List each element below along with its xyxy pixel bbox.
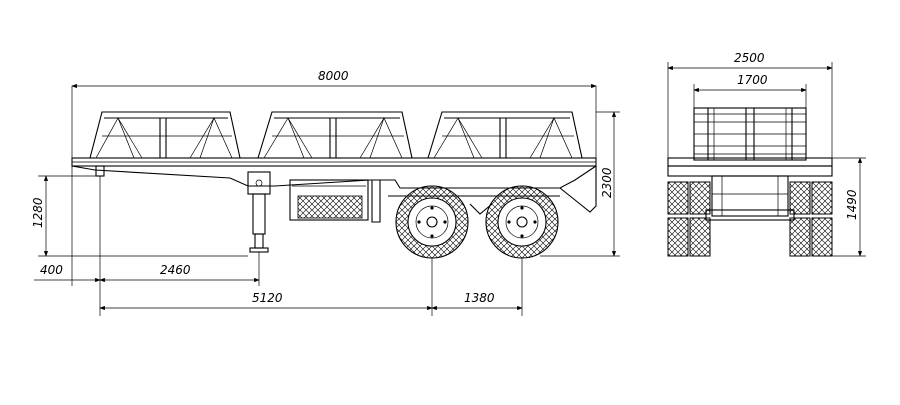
dim-label-overall-length: 8000 [318,69,349,83]
cradle-rack-2 [257,111,413,159]
front-view: 2500 1700 1490 [667,51,866,257]
dim-axle-spacing: 1380 [431,291,523,311]
dim-label-front-overhang: 400 [40,263,63,277]
side-view: 8000 2300 1280 400 2460 [31,69,620,316]
dim-cradle-width: 1700 [693,73,807,108]
dim-label-axle-spacing: 1380 [464,291,495,305]
front-right-tyres [789,181,833,257]
cradle-rack-3 [427,111,583,159]
deck-frame [71,157,597,213]
rear-wheel-2 [485,185,559,259]
dim-height: 2300 [540,111,620,257]
dim-overall-width: 2500 [667,51,833,158]
dim-label-deck-height: 1490 [845,189,859,220]
dim-kingpin-to-axle: 5120 [99,258,523,316]
dim-label-kingpin-to-axle: 5120 [252,291,283,305]
front-deck [667,157,833,221]
dim-label-kingpin-height: 1280 [31,197,45,228]
front-left-tyres [667,181,711,257]
dim-overall-length: 8000 [71,69,597,158]
rear-wheel-1 [395,185,469,259]
dim-leg-position: 2460 [99,252,260,286]
dim-deck-height: 1490 [832,157,866,257]
front-cradle [693,107,807,161]
landing-gear [247,171,271,253]
dim-label-cradle-width: 1700 [737,73,768,87]
spare-wheel-box [289,179,381,223]
dim-front-overhang: 400 [34,166,101,316]
dim-label-leg-position: 2460 [160,263,191,277]
cradle-rack-1 [89,111,241,159]
dim-kingpin-height: 1280 [31,175,248,257]
dim-label-overall-width: 2500 [734,51,765,65]
dim-label-height: 2300 [600,167,614,198]
